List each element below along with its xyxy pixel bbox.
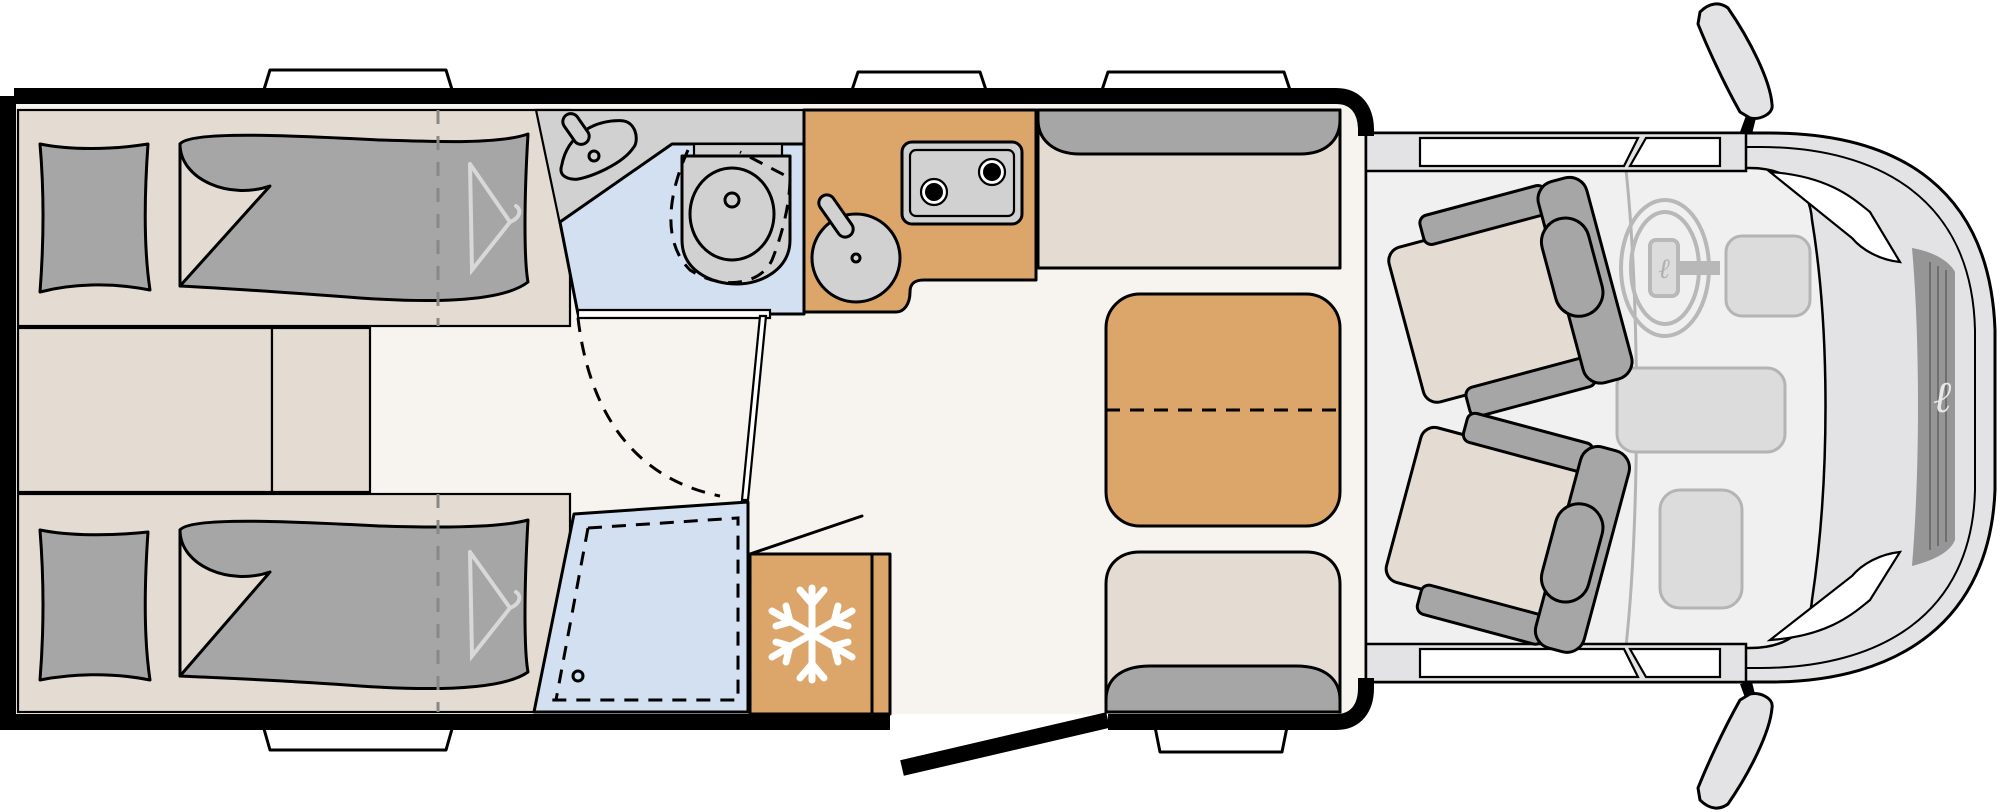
cab-door-top xyxy=(1364,131,1748,173)
entrance-door[interactable] xyxy=(900,712,1110,776)
mirror-top xyxy=(1696,2,1774,134)
washroom-partition xyxy=(740,314,768,502)
windshield-lower xyxy=(1766,550,1903,642)
duvet xyxy=(178,132,530,303)
bench-backrest xyxy=(1036,108,1342,156)
kitchen xyxy=(802,108,1038,314)
cab-seat-driver[interactable] xyxy=(1379,173,1636,428)
duvet xyxy=(178,518,530,691)
shower-drain-icon xyxy=(571,669,585,683)
grille xyxy=(1912,248,1955,566)
mirror-bottom xyxy=(1696,682,1774,810)
center-console xyxy=(1615,366,1787,454)
side-bench xyxy=(1036,108,1342,270)
rear-bed-upper xyxy=(16,108,572,328)
shower xyxy=(532,500,750,714)
outer-wall xyxy=(0,88,1374,730)
round-sink-icon xyxy=(810,193,902,304)
snowflake-icon xyxy=(768,584,856,684)
hob-icon xyxy=(900,140,1024,226)
rear-step-platform xyxy=(16,326,372,494)
rear-facing-bench xyxy=(1104,550,1342,714)
windshield-upper xyxy=(1766,170,1903,264)
cab-door-bottom xyxy=(1364,642,1748,684)
washbasin-icon xyxy=(559,112,638,181)
fridge xyxy=(748,514,892,716)
duvet-fold xyxy=(178,528,272,678)
fridge-door-swing xyxy=(748,514,864,556)
dinette-table[interactable] xyxy=(1104,292,1342,528)
brand-logo-icon: ℓ xyxy=(1933,372,1952,423)
duvet-fold xyxy=(178,142,272,288)
pillow xyxy=(38,528,152,682)
pillow xyxy=(38,142,152,294)
svg-text:ℓ: ℓ xyxy=(1658,252,1670,285)
passenger-dash-tray xyxy=(1658,488,1744,610)
steering-wheel-icon xyxy=(1619,198,1720,338)
instrument-pod xyxy=(1724,234,1812,318)
hanger-icon xyxy=(468,162,522,276)
washroom xyxy=(534,108,806,320)
toilet-icon xyxy=(669,142,792,286)
bench-backrest xyxy=(1104,664,1342,714)
hanger-icon xyxy=(468,550,522,662)
cab-seat-passenger[interactable] xyxy=(1377,401,1634,656)
rear-bed-lower xyxy=(16,492,572,714)
washroom-door-swing xyxy=(576,317,721,498)
